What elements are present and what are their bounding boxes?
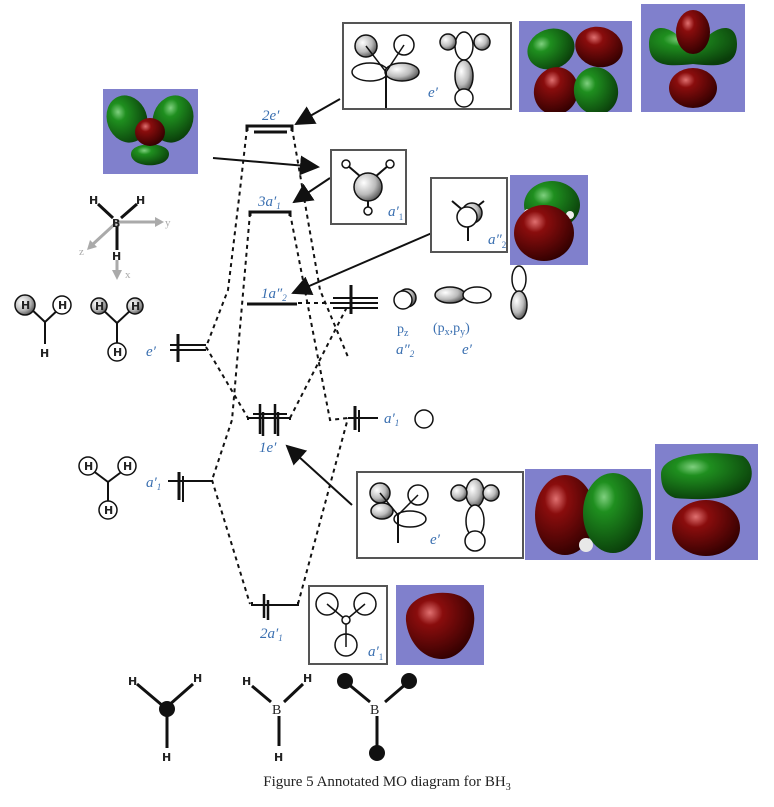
arrow-to-3a1 [292, 177, 331, 204]
mo-level-2e [245, 124, 294, 134]
box-a1-prime-top: a′1 [330, 149, 407, 225]
mo-level-2a1 [251, 594, 299, 620]
box-bottom-a1-label: a′1 [368, 644, 384, 662]
box-a1-prime-bottom: a′1 [308, 585, 388, 665]
axis-h3: H [112, 250, 121, 263]
left-e-level [170, 334, 206, 362]
caption-text: Figure 5 Annotated MO diagram for BH [263, 774, 506, 790]
mo-level-1e [247, 404, 291, 436]
svg-text:B: B [370, 703, 379, 718]
mo-level-3a1 [248, 210, 292, 216]
axis-x-label: x [125, 269, 131, 281]
dash-1e-left [205, 346, 249, 419]
dash-3a1-left [211, 212, 251, 481]
orbital-render-1e-b [655, 444, 758, 560]
svg-text:H: H [242, 675, 251, 688]
label-2e: 2e′ [262, 108, 280, 124]
svg-text:H: H [58, 299, 67, 312]
s-orbital-icon [414, 409, 434, 429]
label-left-e: e′ [146, 344, 157, 360]
label-e-prime: e′ [462, 342, 473, 358]
arrow-to-1a2 [291, 232, 433, 296]
svg-text:H: H [104, 504, 113, 517]
h3-salc-e1: H H H [14, 294, 72, 360]
svg-text:H: H [303, 672, 312, 685]
bottom-structure-bh3: H H B H [242, 672, 312, 764]
label-pz: pz [397, 322, 409, 339]
svg-text:H: H [128, 675, 137, 688]
label-a2: a″2 [396, 342, 415, 359]
pz-orbital-icon [393, 288, 417, 310]
axis-h2: H [136, 194, 145, 207]
orbital-render-2a1 [396, 585, 484, 665]
dash-2a1-right [297, 417, 349, 605]
axis-h1: H [89, 194, 98, 207]
orbital-render-2e-b [641, 4, 745, 112]
label-right-a1: a′1 [384, 411, 399, 428]
orbital-render-1e-a [525, 469, 651, 560]
svg-text:H: H [84, 460, 93, 473]
axes-diagram: H H B H y z x [79, 194, 171, 281]
label-left-a1: a′1 [146, 475, 161, 492]
figure-caption: Figure 5 Annotated MO diagram for BH3 [0, 774, 774, 793]
orbital-render-1a2 [510, 175, 588, 265]
box-e-prime-top: e′ [342, 22, 512, 110]
arrow-to-a1-box [212, 155, 320, 176]
dash-2e-left [205, 127, 248, 348]
svg-text:B: B [272, 703, 281, 718]
svg-text:H: H [40, 347, 49, 360]
left-a1-level [168, 472, 212, 502]
svg-text:H: H [21, 299, 30, 312]
svg-text:H: H [113, 346, 122, 359]
axis-y-label: y [165, 217, 171, 229]
svg-text:H: H [95, 300, 104, 313]
label-3a1: 3a′1 [257, 194, 281, 211]
label-1a2: 1a″2 [261, 286, 287, 303]
box-a2-doubleprime: a″2 [430, 177, 508, 253]
box-top-e-label: e′ [428, 85, 438, 101]
box-a1-label: a′1 [388, 204, 404, 222]
dash-3a1-right [289, 212, 349, 422]
caption-subscript: 3 [505, 782, 511, 793]
svg-text:H: H [123, 460, 132, 473]
right-p-level [333, 285, 378, 314]
svg-text:H: H [193, 672, 202, 685]
right-s-level [348, 406, 378, 432]
h3-salc-e2: H H H [90, 297, 144, 362]
svg-text:H: H [131, 300, 140, 313]
py-orbital-icon [510, 265, 528, 320]
h3-salc-a1: H H H [78, 456, 137, 520]
px-orbital-icon [434, 286, 492, 304]
correlation-lines [205, 127, 349, 605]
dash-2a1-left [211, 479, 251, 605]
bottom-structure-h3: H H H [128, 672, 202, 764]
axis-z-label: z [79, 246, 84, 258]
bottom-structure-b-dots: B [337, 673, 417, 761]
orbital-render-2e-a [519, 21, 632, 115]
label-2a1: 2a′1 [260, 626, 283, 643]
label-pxpy: (px,py) [433, 321, 470, 338]
box-bottom-e-label: e′ [430, 532, 440, 548]
dash-1e-right [289, 304, 349, 419]
box-e-prime-bottom: e′ [356, 471, 524, 559]
arrow-to-2e [294, 98, 341, 125]
orbital-render-3a1 [103, 89, 198, 174]
axis-b: B [112, 217, 120, 230]
arrow-to-1e [285, 444, 353, 506]
svg-text:H: H [274, 751, 283, 764]
box-a2-label: a″2 [488, 232, 507, 250]
svg-text:H: H [162, 751, 171, 764]
label-1e: 1e′ [259, 440, 277, 456]
